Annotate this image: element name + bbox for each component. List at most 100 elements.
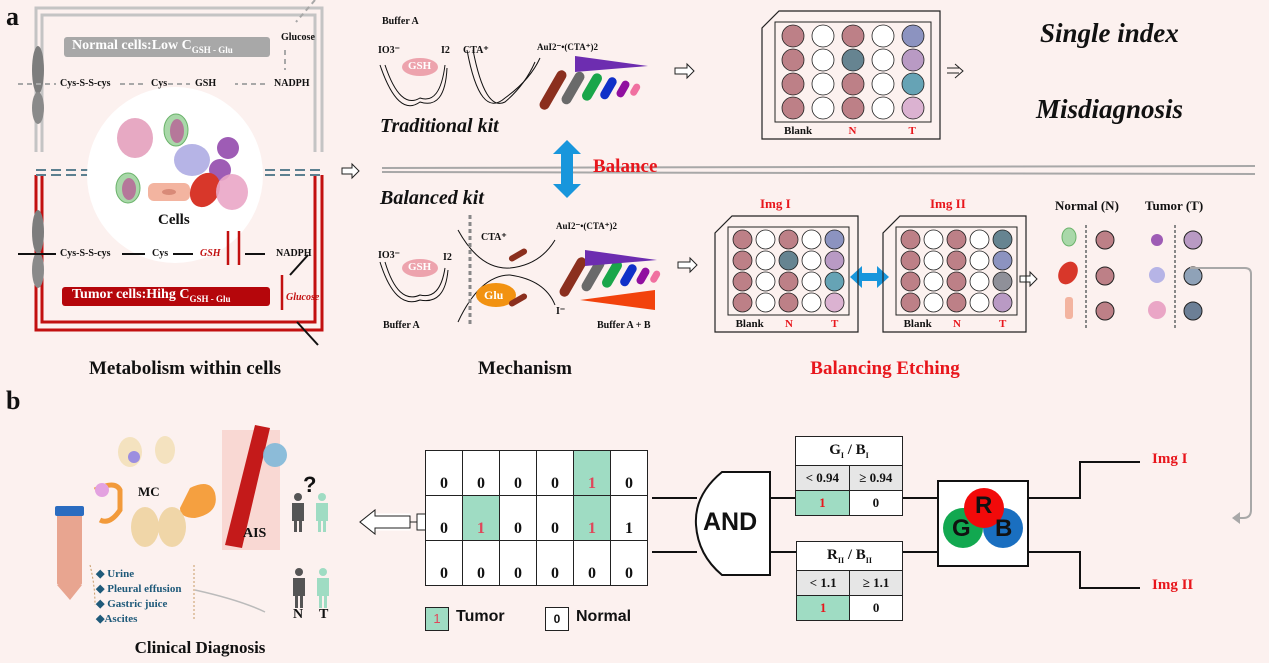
glu-ellipse <box>476 283 516 307</box>
well <box>824 250 845 271</box>
output-img2: Img II <box>1152 577 1194 593</box>
sample-tube-icon <box>57 513 82 585</box>
glucose-bottom: Glucose <box>286 292 320 303</box>
outcome-misdiagnosis: Misdiagnosis <box>1036 94 1184 124</box>
well <box>901 96 925 120</box>
tumor-banner-text: Tumor cells:Hihg C <box>72 287 190 302</box>
balancing-etching-caption: Balancing Etching <box>810 358 960 379</box>
plate-outline <box>882 215 1027 333</box>
well <box>841 24 865 48</box>
well <box>946 250 967 271</box>
traditional-gsh: GSH <box>408 60 432 72</box>
tumor-well <box>1183 301 1203 321</box>
well <box>781 24 805 48</box>
red-blood-cell-icon <box>189 172 221 208</box>
plate-label-t: T <box>908 125 916 137</box>
grid-cell: 1 <box>573 450 611 496</box>
well <box>923 250 944 271</box>
rgb-r-letter: R <box>975 492 993 519</box>
lung-icon <box>158 507 186 547</box>
grid-cell: 0 <box>536 495 574 541</box>
tumor-cell-icon <box>216 174 248 210</box>
tumor-pathway-gsh: GSH <box>200 248 221 259</box>
well <box>992 292 1013 313</box>
well <box>778 292 799 313</box>
well <box>811 24 835 48</box>
grid-cell: 0 <box>499 450 537 496</box>
plate-label-n: N <box>785 318 793 330</box>
question-mark: ? <box>303 472 317 497</box>
well <box>811 72 835 96</box>
well <box>923 292 944 313</box>
person-n-label: N <box>293 607 304 622</box>
traditional-i2: I2 <box>441 45 450 56</box>
single-index-plate: Blank N T <box>761 10 941 140</box>
normal-well <box>1095 301 1115 321</box>
ratio-g-b-op-lt: < 0.94 <box>795 465 850 491</box>
rgb-g-letter: G <box>952 515 971 542</box>
grid-cell: 0 <box>462 450 500 496</box>
plate-outline <box>714 215 859 333</box>
mc-label: MC <box>138 484 160 499</box>
well <box>778 271 799 292</box>
well <box>824 229 845 250</box>
person-t-label: T <box>319 607 329 622</box>
connector-line <box>1028 461 1140 499</box>
traditional-io3: IO3⁻ <box>378 45 400 56</box>
plate-inner-frame <box>727 226 850 316</box>
balanced-iodide: I⁻ <box>556 306 566 317</box>
well <box>732 271 753 292</box>
dendritic-cell-icon <box>174 144 210 176</box>
well <box>732 229 753 250</box>
balanced-buffer-ab: Buffer A + B <box>597 320 651 331</box>
well <box>969 250 990 271</box>
outcome-single-index: Single index <box>1040 18 1179 48</box>
mechanism-caption: Mechanism <box>478 358 572 379</box>
normal-banner-bg <box>64 37 270 57</box>
traditional-arcs <box>379 49 541 107</box>
red-channel-circle <box>964 488 1004 528</box>
cells-label: Cells <box>158 212 190 228</box>
well <box>969 229 990 250</box>
tumor-pathway-arrows <box>18 253 319 346</box>
plate-label-blank: Blank <box>903 318 932 330</box>
grid-cell: 1 <box>462 495 500 541</box>
plate-inner-frame <box>774 21 932 123</box>
plate-label-blank: Blank <box>784 125 813 137</box>
balanced-complex: AuI2⁻•(CTA⁺)2 <box>556 221 617 231</box>
etching-direction-arrow <box>575 56 648 72</box>
normal-pathway-cys: Cys <box>151 78 168 89</box>
and-gate-label: AND <box>703 508 758 536</box>
well <box>900 271 921 292</box>
legend-normal-label: Normal <box>576 608 632 625</box>
grid-cell: 0 <box>536 540 574 586</box>
metabolism-caption: Metabolism within cells <box>88 358 282 379</box>
transporter-icon <box>32 92 44 124</box>
tumor-pathway-nadph: NADPH <box>276 248 312 259</box>
balanced-gsh: GSH <box>408 261 432 273</box>
normal-cells-banner: Normal cells:Low CGSH - Glu <box>72 38 233 55</box>
well <box>923 271 944 292</box>
etching-direction-arrow <box>585 250 657 266</box>
well <box>778 229 799 250</box>
grid-cell: 0 <box>610 450 648 496</box>
plate-label-n: N <box>848 125 857 137</box>
grid-cell: 0 <box>610 540 648 586</box>
well <box>732 292 753 313</box>
ratio-r-b-value-lt: 1 <box>795 595 851 621</box>
balance-label: Balance <box>593 156 658 177</box>
tumor-cell-icons <box>1148 234 1166 319</box>
divider-line <box>381 171 1256 175</box>
gsh-up-arrows <box>226 231 284 310</box>
balanced-i2: I2 <box>443 252 452 263</box>
well <box>946 229 967 250</box>
plate-inner-frame <box>895 226 1018 316</box>
grid-cell: 0 <box>573 540 611 586</box>
normal-banner-text: Normal cells:Low C <box>72 38 192 53</box>
nanorod-icon <box>508 248 528 262</box>
well <box>871 24 895 48</box>
